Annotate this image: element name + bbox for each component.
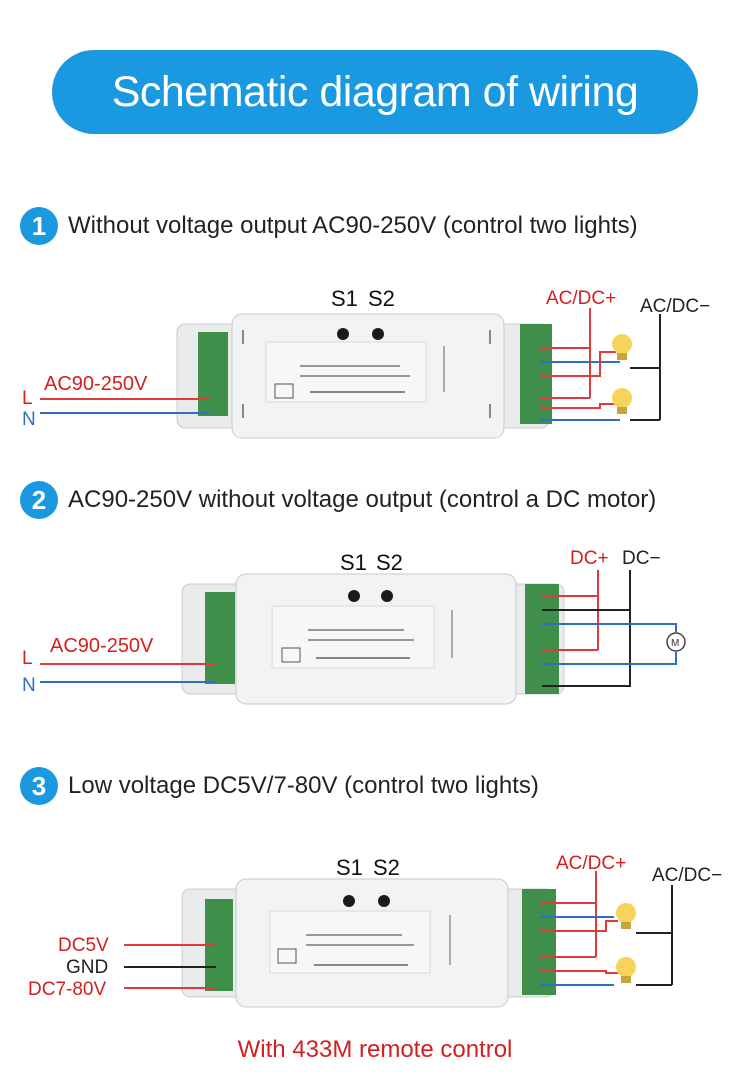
terminal-label-n: N	[22, 675, 36, 696]
input-voltage-label: AC90-250V	[50, 635, 154, 657]
output-minus-label: AC/DC−	[652, 865, 722, 886]
light-bulb-icon	[612, 388, 632, 414]
wiring-diagram-2: S1 S2 AC90-250V L N M DC+ DC−	[22, 548, 686, 705]
relay-module	[181, 573, 565, 705]
output-minus-label: AC/DC−	[640, 296, 710, 317]
motor-label: M	[671, 638, 679, 649]
section-1-text: Without voltage output AC90-250V (contro…	[68, 212, 638, 239]
output-plus-label: AC/DC+	[556, 853, 626, 874]
section-3-text: Low voltage DC5V/7-80V (control two ligh…	[68, 772, 539, 799]
terminal-label-gnd: GND	[66, 957, 108, 978]
light-bulb-icon	[616, 957, 636, 983]
button-label-s1: S1	[336, 855, 363, 880]
title-banner: Schematic diagram of wiring	[52, 50, 698, 134]
wiring-diagram-3: S1 S2 DC5V GND DC7-80V AC/DC+ AC/DC−	[28, 853, 722, 1008]
button-label-s1: S1	[340, 550, 367, 575]
button-label-s2: S2	[373, 855, 400, 880]
section-3-heading: 3 Low voltage DC5V/7-80V (control two li…	[20, 766, 539, 806]
light-bulb-icon	[612, 334, 632, 360]
light-bulb-icon	[616, 903, 636, 929]
step-number-badge: 2	[20, 481, 58, 519]
terminal-label-dc7-80v: DC7-80V	[28, 979, 106, 1000]
footer-note: With 433M remote control	[237, 1036, 513, 1063]
output-minus-label: DC−	[622, 548, 661, 569]
output-plus-label: AC/DC+	[546, 288, 616, 309]
button-label-s2: S2	[376, 550, 403, 575]
relay-module	[181, 878, 556, 1008]
terminal-label-l: L	[22, 388, 33, 409]
button-label-s1: S1	[331, 286, 358, 311]
input-voltage-label: AC90-250V	[44, 373, 148, 395]
button-label-s2: S2	[368, 286, 395, 311]
section-2-text: AC90-250V without voltage output (contro…	[68, 486, 657, 513]
step-number-badge: 1	[20, 207, 58, 245]
section-1-heading: 1 Without voltage output AC90-250V (cont…	[20, 206, 638, 246]
terminal-label-n: N	[22, 409, 36, 430]
output-plus-label: DC+	[570, 548, 609, 569]
motor-icon: M	[666, 632, 686, 652]
terminal-label-dc5v: DC5V	[58, 935, 109, 956]
relay-module	[176, 313, 552, 439]
page-title: Schematic diagram of wiring	[111, 67, 639, 116]
step-number-badge: 3	[20, 767, 58, 805]
terminal-label-l: L	[22, 648, 33, 669]
section-2-heading: 2 AC90-250V without voltage output (cont…	[20, 480, 656, 520]
wiring-diagram-1: S1 S2 AC90-250V L N AC/DC+ AC/DC−	[22, 286, 710, 439]
